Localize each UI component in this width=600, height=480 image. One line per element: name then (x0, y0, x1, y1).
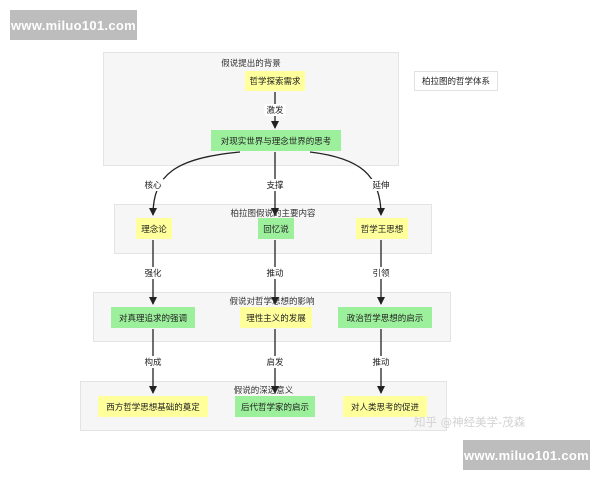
node-philosopher-king: 哲学王思想 (356, 218, 408, 239)
edge-label-core: 核心 (142, 179, 164, 191)
credit-watermark: 知乎 @神经美学-茂森 (414, 415, 526, 429)
node-philosophy-demand: 哲学探索需求 (245, 71, 305, 91)
edge-label-support: 支撑 (264, 179, 286, 191)
watermark-top: www.miluo101.com (10, 10, 137, 40)
node-world-thinking: 对现实世界与理念世界的思考 (211, 130, 341, 151)
edge-thinking-king (309, 151, 385, 216)
node-recollection: 回忆说 (258, 218, 294, 239)
node-political-insight: 政治哲学思想的启示 (338, 307, 432, 328)
node-rationalism: 理性主义的发展 (240, 307, 312, 328)
diagram-title: 柏拉图的哲学体系 (414, 71, 498, 91)
group-meaning-label: 假说的深远意义 (233, 386, 294, 396)
edge-label-inspire: 激发 (264, 104, 286, 116)
group-background-label: 假说提出的背景 (221, 59, 281, 69)
node-western-foundation: 西方哲学思想基础的奠定 (98, 396, 208, 417)
edge-thinking-idea (149, 151, 241, 216)
node-idea-theory: 理念论 (136, 218, 172, 239)
node-truth-pursuit: 对真理追求的强调 (111, 307, 195, 328)
node-human-thinking: 对人类思考的促进 (343, 396, 427, 417)
edge-label-enlighten: 启发 (264, 356, 286, 368)
node-later-insight: 后代哲学家的启示 (235, 396, 315, 417)
edge-label-extend: 延伸 (370, 179, 392, 191)
edge-label-promote2: 推动 (370, 356, 392, 368)
watermark-bottom: www.miluo101.com (463, 440, 590, 470)
edge-label-constitute: 构成 (142, 356, 164, 368)
edge-label-promote: 推动 (264, 267, 286, 279)
edge-label-guide: 引领 (370, 267, 392, 279)
edge-label-strengthen: 强化 (142, 267, 164, 279)
